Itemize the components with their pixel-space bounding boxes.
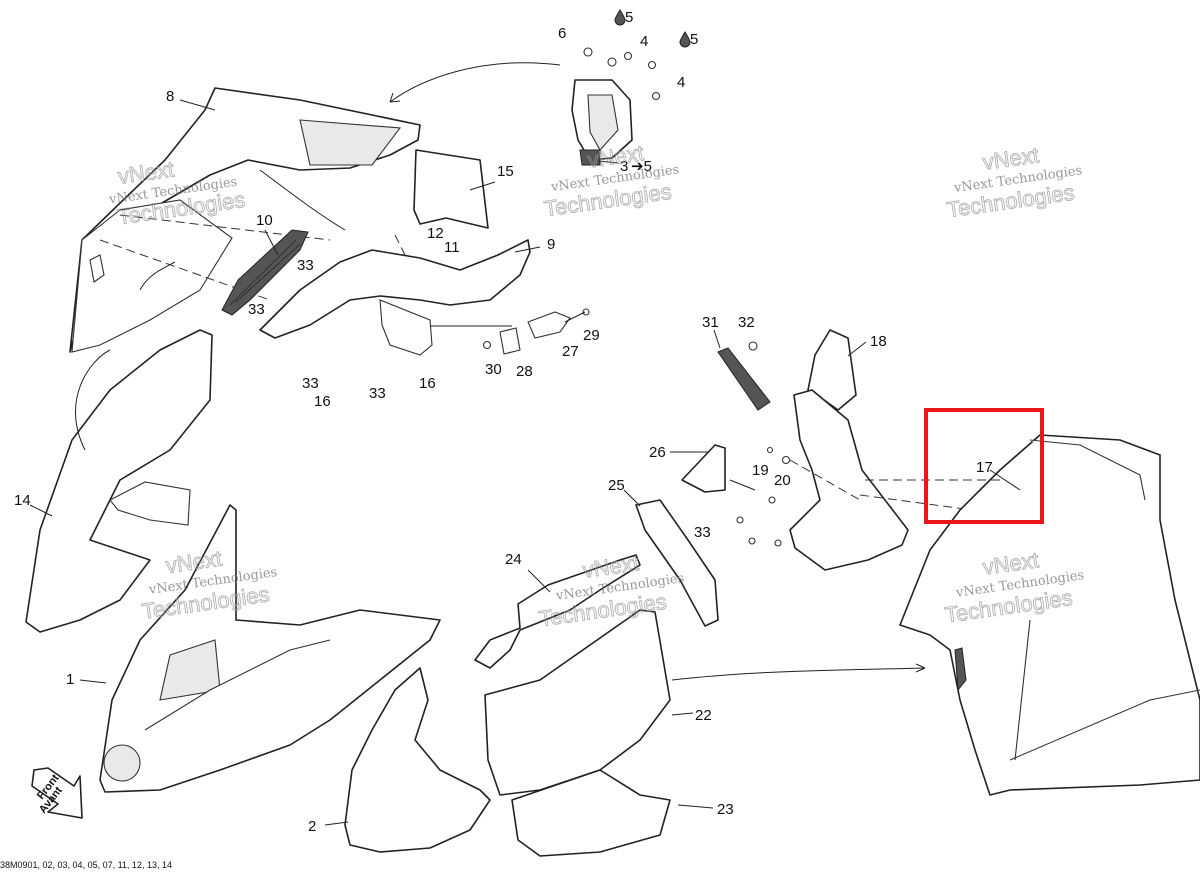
part-8-upper-panel [69,87,421,353]
watermark: vNext vNext Technologies Technologies [542,140,680,222]
part-3-headlight-assembly [389,47,661,166]
guide-lines [75,169,926,681]
callout-14: 14 [14,492,31,509]
callout-19: 19 [752,462,769,479]
watermark: vNext vNext Technologies Technologies [140,545,278,624]
callout-33-d: 33 [369,385,386,402]
callout-24: 24 [505,551,522,568]
callout-4-b: 4 [677,74,685,91]
callout-8: 8 [166,88,174,105]
callout-15: 15 [497,163,514,180]
part-26-block [681,444,726,493]
callout-16-a: 16 [314,393,331,410]
callout-leaders [29,99,1021,826]
callout-30: 30 [485,361,502,378]
callout-6: 6 [558,25,566,42]
highlight-box-part-17 [924,408,1044,524]
part-27-30-hardware [430,308,791,547]
callout-22: 22 [695,707,712,724]
part-14-side-panel [25,329,213,633]
part-23-bottom-panel [511,769,671,857]
callout-25: 25 [608,477,625,494]
part-1-nose-cowl [99,504,441,793]
callout-18: 18 [870,333,887,350]
front-direction-arrow-icon: Front Avant [31,767,83,819]
part-15-panel [413,149,489,229]
callout-26: 26 [649,444,666,461]
part-9-duct-bracket [259,234,531,356]
callout-3-to-5: ➔5 [631,158,652,175]
watermark: vNext vNext Technologies Technologies [537,550,685,632]
watermark: vNext vNext Technologies Technologies [945,142,1083,223]
callout-27: 27 [562,343,579,360]
callout-32: 32 [738,314,755,331]
callout-5-b: 5 [690,31,698,48]
callout-2: 2 [308,818,316,835]
drop-icon [614,9,691,48]
callout-29: 29 [583,327,600,344]
callout-5-a: 5 [625,9,633,26]
callout-4-a: 4 [640,33,648,50]
diagram-code: 38M0901, 02, 03, 04, 05, 07, 11, 12, 13,… [0,860,172,870]
callout-33-c: 33 [302,375,319,392]
part-24-lower-panel [474,554,641,669]
part-2-lower-side [344,667,491,853]
part-22-lower-panel [484,609,671,796]
callout-3: 3 [620,158,628,175]
callout-12: 12 [427,225,444,242]
callout-1: 1 [66,671,74,688]
callout-9: 9 [547,236,555,253]
callout-33-a: 33 [297,257,314,274]
callout-17: 17 [976,459,993,476]
callout-31: 31 [702,314,719,331]
part-25-trim-strip [635,499,719,627]
part-10-grille [221,229,309,316]
callout-33-b: 33 [248,301,265,318]
callout-28: 28 [516,363,533,380]
callout-16-b: 16 [419,375,436,392]
callout-20: 20 [774,472,791,489]
callout-11: 11 [444,239,460,256]
part-17-main-fairing [865,434,1200,796]
callout-labels: 8 15 9 12 11 10 33 33 33 33 33 16 16 6 5… [14,9,993,835]
callout-10: 10 [256,212,273,229]
part-18-upper-bracket [789,329,1011,571]
callout-33-e: 33 [694,524,711,541]
part-31-strap [717,341,771,411]
callout-23: 23 [717,801,734,818]
